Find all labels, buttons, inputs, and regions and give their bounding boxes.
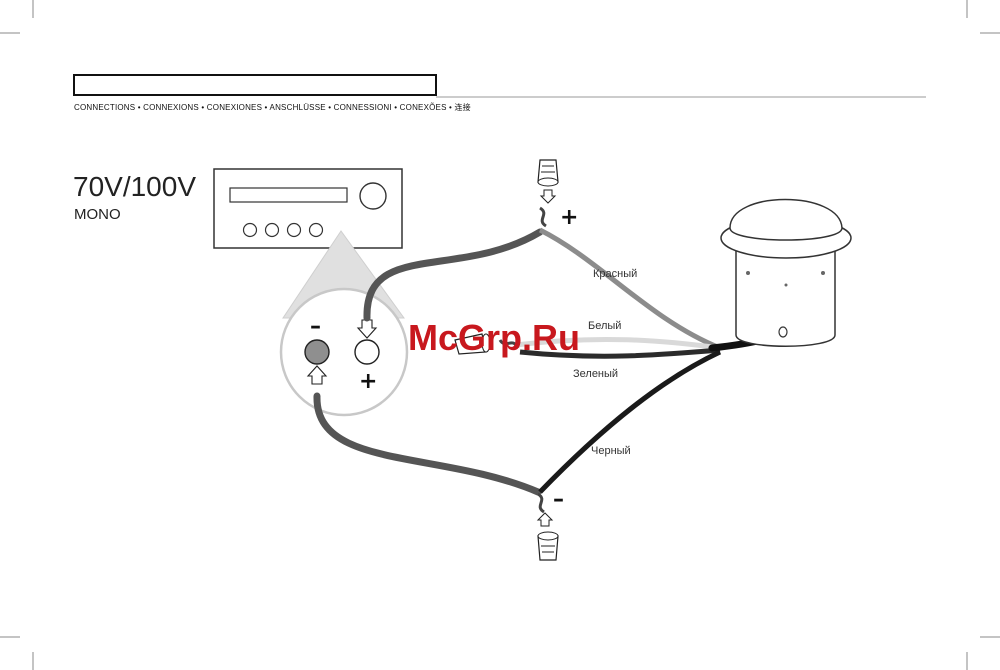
speaker bbox=[720, 198, 852, 347]
negative-wire-nut: – bbox=[536, 487, 564, 561]
terminal-minus-label: – bbox=[310, 314, 321, 339]
arrow-up-icon bbox=[306, 365, 328, 385]
amp-negative-wire bbox=[313, 392, 542, 496]
amplifier-button bbox=[264, 222, 280, 238]
speaker-dome bbox=[729, 198, 843, 241]
wire-twist bbox=[539, 206, 547, 228]
wire-plus-sign: + bbox=[560, 205, 578, 230]
red-wire bbox=[538, 227, 721, 351]
amplifier bbox=[213, 168, 403, 249]
red-wire-label: Красный bbox=[593, 268, 637, 280]
arrow-down-icon bbox=[539, 189, 557, 204]
breadcrumb: CONNECTIONS • CONNEXIONS • CONEXIONES • … bbox=[74, 102, 471, 112]
capped-wire-nut bbox=[454, 333, 520, 355]
black-wire-label: Черный bbox=[591, 445, 631, 457]
wire-minus-sign: – bbox=[553, 487, 564, 512]
wire-twist bbox=[498, 339, 520, 349]
diagram-subtitle: MONO bbox=[74, 206, 121, 223]
positive-terminal bbox=[354, 339, 380, 365]
speaker-cable-port bbox=[778, 326, 788, 338]
wire-twist bbox=[537, 492, 545, 514]
amplifier-display bbox=[229, 187, 348, 203]
arrow-down-icon bbox=[356, 319, 378, 339]
terminal-plus-label: + bbox=[359, 369, 377, 394]
green-wire-label: Зеленый bbox=[573, 368, 618, 380]
green-wire bbox=[519, 347, 721, 359]
positive-wire-nut: + bbox=[537, 159, 578, 230]
header-box bbox=[73, 74, 437, 96]
terminal-closeup: – + bbox=[279, 287, 409, 417]
negative-terminal bbox=[304, 339, 330, 365]
speaker-screw bbox=[821, 271, 825, 275]
black-wire bbox=[538, 349, 722, 494]
diagram-title: 70V/100V bbox=[73, 171, 196, 202]
amplifier-button bbox=[286, 222, 302, 238]
speaker-screw bbox=[746, 271, 750, 275]
white-wire bbox=[514, 336, 721, 351]
white-wire-label: Белый bbox=[588, 320, 621, 332]
watermark: McGrp.Ru bbox=[408, 317, 580, 358]
amplifier-knob bbox=[359, 182, 387, 210]
amp-positive-wire bbox=[363, 228, 544, 322]
amplifier-button bbox=[308, 222, 324, 238]
speaker-screw bbox=[784, 283, 788, 287]
arrow-up-icon bbox=[536, 512, 554, 527]
amplifier-button bbox=[242, 222, 258, 238]
